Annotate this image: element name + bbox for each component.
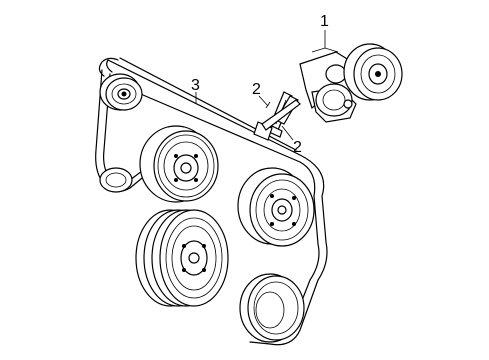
callout-1: 1 [320,13,329,30]
callout-leaders [195,30,339,141]
callout-2-lower: 2 [293,139,302,156]
belt-loop-left [99,167,133,193]
crankshaft-pulley [135,209,229,307]
bolt-lower [253,95,301,141]
serpentine-belt [95,57,328,346]
pulley-upper-center [139,125,219,203]
idler-pulley-left [99,73,143,111]
pulley-bottom-right [239,273,305,343]
callout-3: 3 [191,77,200,94]
callout-2-upper: 2 [252,81,261,98]
pulley-right [237,167,315,247]
belt-tensioner [299,43,403,123]
